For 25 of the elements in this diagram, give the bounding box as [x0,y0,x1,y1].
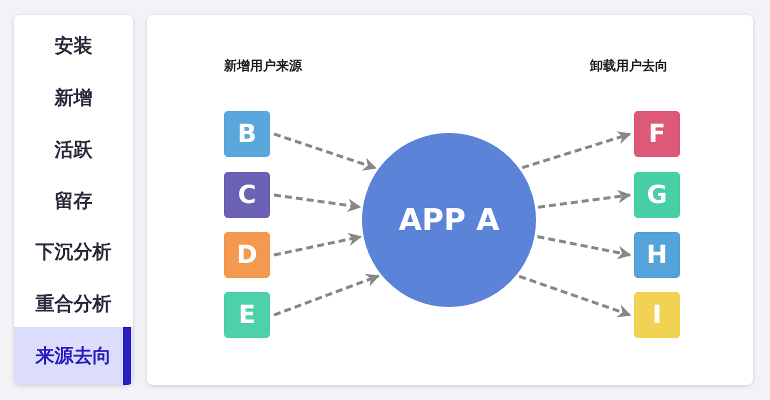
letter-tile: C [224,172,270,218]
menu-item: 重合分析 [34,292,112,317]
letter-tile: F [634,111,680,157]
dashed-arrow [274,132,377,171]
letter-tile: H [634,232,680,278]
letter-tile: D [224,232,270,278]
menu-item: 下沉分析 [34,240,112,265]
letter-tile: E [224,292,270,338]
letter-tile: B [224,111,270,157]
dashed-arrow [537,235,632,260]
menu-item: 新增 [53,86,94,111]
dashed-arrow [518,274,632,318]
menu-item: 留存 [54,188,94,214]
menu-item: 安装 [54,34,94,59]
menu-item: 活跃 [53,138,94,163]
column-heading: 卸载用户去向 [590,58,668,76]
dashed-arrow [522,131,632,170]
dashed-arrow [274,232,362,256]
column-heading: 新增用户来源 [224,58,302,76]
letter-tile: I [634,292,680,338]
dashed-arrow [273,274,380,316]
menu-tab-active: 来源去向 [14,327,133,385]
dashed-arrow [274,194,362,212]
dashed-arrow [538,190,632,209]
letter-tile: G [634,172,680,218]
